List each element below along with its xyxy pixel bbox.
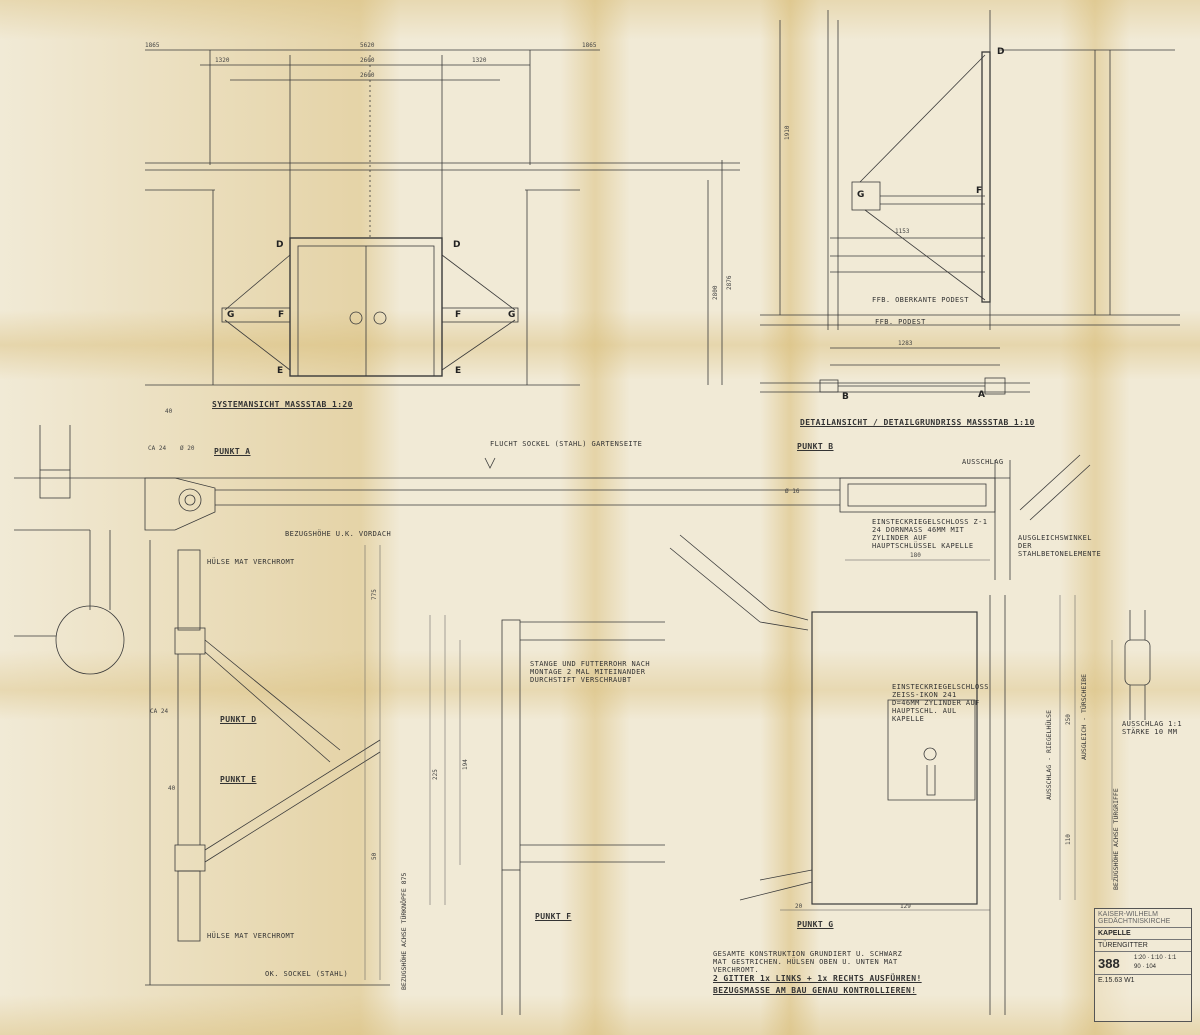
tb-institution: KAISER-WILHELM GEDÄCHTNISKIRCHE <box>1095 909 1191 928</box>
dim-20-g: 20 <box>795 903 803 910</box>
title-block: KAISER-WILHELM GEDÄCHTNISKIRCHE KAPELLE … <box>1094 908 1192 1022</box>
punkt-a-b-detail <box>14 425 1091 675</box>
tb-building: KAPELLE <box>1095 928 1191 940</box>
einsteckriegel-b-note: EINSTECKRIEGELSCHLOSS Z-1 24 DORNMASS 46… <box>872 518 988 550</box>
ffb-bottom-label: FFB. PODEST <box>875 318 926 326</box>
ca24-top: CA 24 <box>148 445 167 452</box>
dim-129: 129 <box>900 903 911 910</box>
point-a-detail: A <box>978 390 985 400</box>
dim-225: 225 <box>432 769 439 780</box>
dim-top-inner: 2600 <box>360 72 375 79</box>
punkt-f-g-detail <box>501 534 1151 1015</box>
ausschlag-vertical-label: AUSSCHLAG - RIEGELHÜLSE <box>1045 709 1053 800</box>
dim-194: 194 <box>462 759 469 770</box>
dim-detail-width: 1283 <box>898 340 913 347</box>
ffb-top-label: FFB. OBERKANTE PODEST <box>872 296 969 304</box>
punkt-a-label: PUNKT A <box>214 447 251 456</box>
tb-drawing-id: E.15.63 W1 <box>1098 977 1135 984</box>
dim-top-right: 1865 <box>582 42 597 49</box>
dim-detail-h: 1910 <box>784 125 791 140</box>
punkt-d-e-detail <box>145 540 390 986</box>
punkt-d-label: PUNKT D <box>220 715 257 724</box>
paint-note: GESAMTE KONSTRUKTION GRUNDIERT U. SCHWAR… <box>713 950 903 974</box>
tb-scales-dates: 1:20 · 1:10 · 1:1 90 · 104 <box>1134 954 1176 972</box>
point-f-left: F <box>278 310 285 320</box>
point-g-right: G <box>508 310 516 320</box>
punkt-e-label: PUNKT E <box>220 775 257 784</box>
system-view <box>145 49 740 386</box>
tb-dates: 90 · 104 <box>1134 964 1157 970</box>
tb-subject: TÜRENGITTER <box>1095 940 1191 952</box>
dim-side-a: 2800 <box>712 285 719 300</box>
dim-775: 775 <box>371 589 378 600</box>
tb-sheet-number: 388 <box>1098 955 1120 971</box>
tb-number-row: 388 1:20 · 1:10 · 1:1 90 · 104 <box>1095 952 1191 975</box>
dim-250: 250 <box>1065 714 1072 725</box>
point-e-left: E <box>277 366 284 376</box>
dim-side-b: 2876 <box>726 275 733 290</box>
punkt-b-label: PUNKT B <box>797 442 834 451</box>
point-e-right: E <box>455 366 462 376</box>
ok-sockel-label: OK. SOCKEL (STAHL) <box>265 970 349 978</box>
einsteckriegel-g-note: EINSTECKRIEGELSCHLOSS ZEISS-IKON 241 D=4… <box>892 683 989 723</box>
dim-top-mid: 2600 <box>360 57 375 64</box>
dim-top-left: 1865 <box>145 42 160 49</box>
dia-20-a: Ø 20 <box>180 445 195 452</box>
dim-110: 110 <box>1065 834 1072 845</box>
point-b-detail: B <box>842 392 849 402</box>
stange-note: STANGE UND FUTTERROHR NACH MONTAGE 2 MAL… <box>530 660 650 684</box>
point-f-right: F <box>455 310 462 320</box>
dim-pt-a-40: 40 <box>165 408 173 415</box>
point-g-detail: G <box>857 190 865 200</box>
point-d-right: D <box>453 240 461 250</box>
dim-180: 180 <box>910 552 921 559</box>
ausgleichswinkel-note: AUSGLEICHSWINKEL DER STAHLBETONELEMENTE <box>1018 534 1102 558</box>
ausschlag-label: AUSSCHLAG <box>962 458 1004 466</box>
point-f-detail: F <box>976 186 983 196</box>
bezugshoehe-vordach-label: BEZUGSHÖHE U.K. VORDACH <box>285 530 392 538</box>
detail-view <box>760 10 1180 395</box>
system-view-label: SYSTEMANSICHT MASSSTAB 1:20 <box>212 400 353 409</box>
point-g-left: G <box>227 310 235 320</box>
dim-50: 50 <box>371 852 378 860</box>
flucht-sockel-label: FLUCHT SOCKEL (STAHL) GARTENSEITE <box>490 440 643 448</box>
detail-view-label: DETAILANSICHT / DETAILGRUNDRISS MASSSTAB… <box>800 418 1035 427</box>
dim-detail-sub: 1153 <box>895 228 910 235</box>
huelse-top-label: HÜLSE MAT VERCHROMT <box>207 558 295 566</box>
huelse-bottom-label: HÜLSE MAT VERCHROMT <box>207 932 295 940</box>
punkt-f-label: PUNKT F <box>535 912 572 921</box>
count-note: 2 GITTER 1x LINKS + 1x RECHTS AUSFÜHREN! <box>713 974 922 983</box>
dim-pt-d-40: 40 <box>168 785 176 792</box>
punkt-g-label: PUNKT G <box>797 920 834 929</box>
dim-top-sub-right: 1320 <box>472 57 487 64</box>
point-d-left: D <box>276 240 284 250</box>
bezugshoehe-turgriffe-label: BEZUGSHÖHE ACHSE TÜRGRIFFE <box>1112 788 1120 890</box>
ausgleich-vertical-label: AUSGLEICH - TÜRSCHEIBE <box>1080 673 1088 760</box>
ausschlag-staerke-note: AUSSCHLAG 1:1 STÄRKE 10 MM <box>1122 720 1182 736</box>
bezugshoehe-turknopfe-label: BEZUGSHÖHE ACHSE TÜRKNÖPFE 875 <box>400 872 408 990</box>
tb-scales: 1:20 · 1:10 · 1:1 <box>1134 955 1177 961</box>
dim-top-sub-left: 1320 <box>215 57 230 64</box>
dia-16-b: Ø 16 <box>785 488 800 495</box>
dim-top-total: 5620 <box>360 42 375 49</box>
ca24-mid: CA 24 <box>150 708 169 715</box>
dimension-ticks <box>364 545 1113 980</box>
measure-note: BEZUGSMASSE AM BAU GENAU KONTROLLIEREN! <box>713 986 917 995</box>
point-d-detail: D <box>997 47 1005 57</box>
